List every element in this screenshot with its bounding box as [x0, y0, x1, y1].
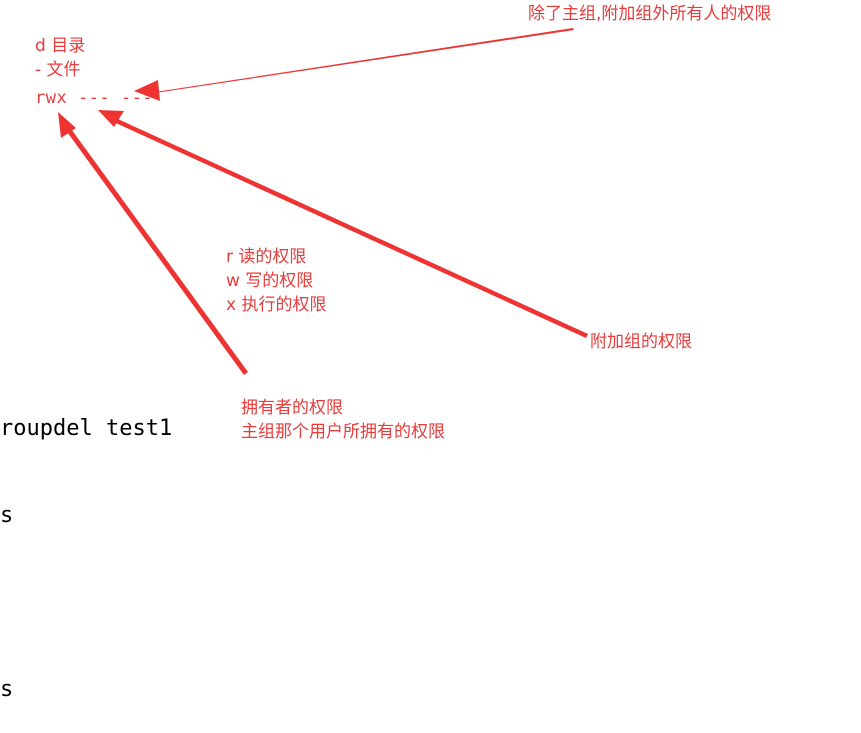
- owner-line-2: 主组那个用户所拥有的权限: [241, 422, 445, 442]
- permission-legend: r 读的权限 w 写的权限 x 执行的权限: [226, 245, 326, 317]
- file-type-legend: d 目录 - 文件: [35, 34, 85, 82]
- terminal-line-4: s: [0, 677, 14, 702]
- arrow-owner: [62, 122, 248, 375]
- arrow-group-head: [98, 110, 124, 127]
- terminal-line-3: [0, 588, 172, 617]
- terminal-output: roupdel test1 s s: [0, 356, 172, 733]
- owner-permission-label: 拥有者的权限 主组那个用户所拥有的权限: [241, 396, 445, 444]
- perm-exec: x 执行的权限: [226, 295, 327, 315]
- arrow-owner-head: [58, 112, 76, 138]
- terminal-line-2: s: [0, 503, 14, 528]
- perm-read: r 读的权限: [226, 247, 307, 267]
- legend-file: - 文件: [35, 60, 81, 80]
- permission-string: rwx --- ---: [35, 88, 154, 108]
- arrow-others: [134, 28, 574, 96]
- terminal-line-1: roupdel test1: [0, 416, 173, 441]
- legend-directory: d 目录: [35, 36, 86, 56]
- others-permission-label: 除了主组,附加组外所有人的权限: [528, 4, 772, 24]
- owner-line-1: 拥有者的权限: [241, 398, 343, 418]
- perm-write: w 写的权限: [226, 271, 314, 291]
- arrow-group: [107, 115, 588, 338]
- group-permission-label: 附加组的权限: [590, 332, 692, 352]
